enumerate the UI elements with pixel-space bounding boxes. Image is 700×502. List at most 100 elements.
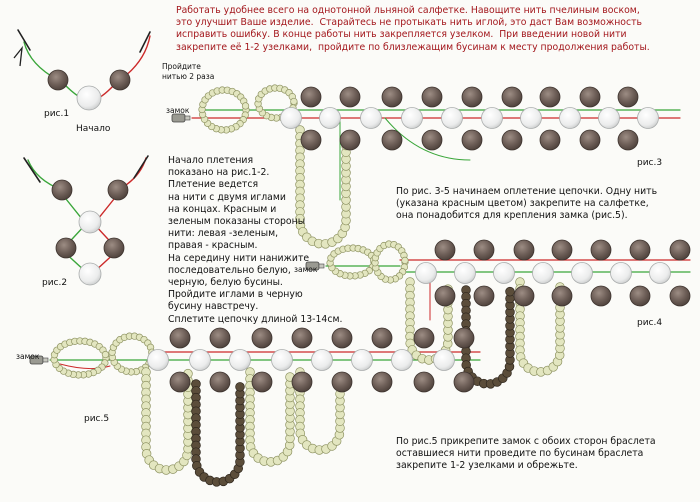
brown-bead — [209, 371, 231, 393]
brown-bead — [169, 327, 191, 349]
clasp-label-fig3: замок — [166, 106, 190, 115]
brown-bead — [251, 327, 273, 349]
white-bead — [189, 349, 211, 371]
white-bead — [559, 107, 581, 129]
brown-bead — [539, 86, 561, 108]
fig5-label: рис.5 — [84, 414, 110, 424]
brown-bead — [473, 239, 495, 261]
white-bead — [311, 349, 333, 371]
brown-bead — [421, 129, 443, 151]
fig1-label: рис.1 — [44, 109, 70, 119]
red-thread — [59, 363, 111, 370]
pass-twice-label: Пройдите нитью 2 раза — [162, 62, 215, 81]
white-bead — [271, 349, 293, 371]
brown-bead — [539, 129, 561, 151]
brown-bead — [339, 86, 361, 108]
green-thread — [61, 193, 87, 273]
seed-bead-loops — [50, 84, 565, 487]
white-bead — [401, 107, 423, 129]
beads — [47, 69, 691, 393]
clasp-ring — [318, 263, 325, 269]
white-bead — [598, 107, 620, 129]
dark-seed-bead — [505, 286, 515, 297]
brown-bead — [513, 285, 535, 307]
white-bead — [415, 262, 437, 284]
brown-bead — [413, 371, 435, 393]
brown-bead — [579, 129, 601, 151]
brown-bead — [51, 179, 73, 201]
needle-eye-sketch — [13, 45, 23, 67]
brown-bead — [381, 129, 403, 151]
brown-bead — [669, 285, 691, 307]
brown-bead — [669, 239, 691, 261]
brown-bead — [291, 371, 313, 393]
dark-seed-bead — [235, 382, 245, 392]
white-bead — [76, 85, 102, 111]
intro-instructions: Работать удобнее всего на однотонной льн… — [176, 5, 650, 53]
green-thread — [384, 117, 471, 161]
white-bead — [319, 107, 341, 129]
white-bead — [280, 107, 302, 129]
brown-bead — [47, 69, 69, 91]
brown-bead — [551, 285, 573, 307]
white-bead — [532, 262, 554, 284]
fig3-label: рис.3 — [637, 158, 663, 168]
white-bead — [78, 210, 102, 234]
brown-bead — [371, 327, 393, 349]
brown-bead — [461, 86, 483, 108]
step5-instructions: По рис.5 прикрепите замок с обоих сторон… — [396, 436, 656, 472]
brown-bead — [169, 371, 191, 393]
seed-bead — [241, 102, 250, 110]
white-bead — [391, 349, 413, 371]
brown-bead — [501, 86, 523, 108]
brown-bead — [617, 129, 639, 151]
white-bead — [649, 262, 671, 284]
needle — [139, 31, 151, 53]
brown-bead — [434, 285, 456, 307]
clasp-label-fig4: замок — [294, 265, 318, 274]
brown-bead — [473, 285, 495, 307]
brown-bead — [107, 179, 129, 201]
brown-bead — [590, 285, 612, 307]
white-bead — [351, 349, 373, 371]
brown-bead — [300, 86, 322, 108]
start-instructions: Начало плетения показано на рис.1-2. Пле… — [168, 155, 343, 325]
start-label: Начало — [76, 124, 111, 134]
brown-bead — [461, 129, 483, 151]
brown-bead — [434, 239, 456, 261]
needle — [23, 157, 41, 183]
brown-bead — [331, 371, 353, 393]
seed-bead — [101, 350, 110, 359]
white-bead — [637, 107, 659, 129]
white-bead — [433, 349, 455, 371]
brown-bead — [209, 327, 231, 349]
white-bead — [571, 262, 593, 284]
needle — [17, 29, 31, 51]
brown-bead — [251, 371, 273, 393]
brown-bead — [421, 86, 443, 108]
brown-bead — [339, 129, 361, 151]
brown-bead — [513, 239, 535, 261]
brown-bead — [501, 129, 523, 151]
white-bead — [493, 262, 515, 284]
brown-bead — [291, 327, 313, 349]
white-bead — [520, 107, 542, 129]
brown-bead — [55, 237, 77, 259]
brown-bead — [413, 327, 435, 349]
brown-bead — [590, 239, 612, 261]
needle — [133, 155, 149, 179]
white-bead — [441, 107, 463, 129]
clasp — [171, 113, 186, 123]
white-bead — [610, 262, 632, 284]
brown-bead — [579, 86, 601, 108]
needles-and-clasps — [13, 29, 325, 365]
white-bead — [454, 262, 476, 284]
brown-bead — [629, 239, 651, 261]
brown-bead — [453, 371, 475, 393]
brown-bead — [331, 327, 353, 349]
white-bead — [360, 107, 382, 129]
brown-bead — [453, 327, 475, 349]
white-bead — [147, 349, 169, 371]
red-thread — [93, 193, 119, 273]
